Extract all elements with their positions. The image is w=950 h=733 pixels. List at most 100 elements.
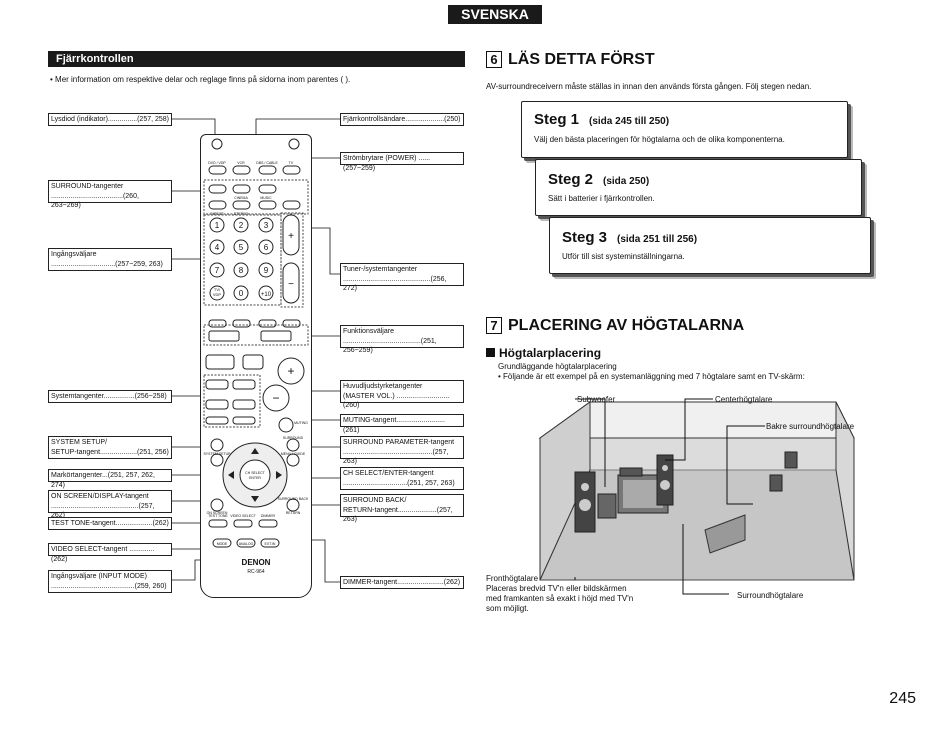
center-speaker — [619, 467, 643, 477]
label-cursor-buttons: Markörtangenter...(251, 257, 262, 274) — [48, 469, 172, 489]
svg-text:EXT.IN: EXT.IN — [265, 542, 276, 546]
svg-text:TV: TV — [289, 161, 294, 165]
section6-heading: 6 LÄS DETTA FÖRST — [486, 51, 655, 69]
section7-heading: 7 PLACERING AV HÖGTALARNA — [486, 317, 744, 335]
svg-text:CH SELECT: CH SELECT — [245, 471, 266, 475]
speaker-diagram — [538, 398, 855, 595]
language-tab: SVENSKA — [448, 5, 542, 24]
svg-text:−: − — [288, 279, 294, 290]
svg-text:MODE: MODE — [217, 542, 228, 546]
label-on-screen: ON SCREEN/DISPLAY-tangent ..............… — [48, 490, 172, 519]
label-surround-parameter: SURROUND PARAMETER-tangent .............… — [340, 436, 464, 465]
label-master-vol: Huvudljudstyrketangenter (MASTER VOL.) .… — [340, 380, 464, 409]
svg-text:3: 3 — [264, 221, 269, 230]
square-bullet-icon — [486, 348, 495, 357]
step-1-title: Steg 1 — [534, 111, 580, 128]
svg-text:6: 6 — [264, 243, 269, 252]
svg-text:DVD / VDP: DVD / VDP — [208, 161, 226, 165]
label-muting: MUTING-tangent.........................(… — [340, 414, 464, 434]
step-2-text: Sätt i batterier i fjärrkontrollen. — [548, 194, 655, 203]
step-2-card: Steg 2 (sida 250) Sätt i batterier i fjär… — [535, 159, 862, 216]
svg-text:1: 1 — [215, 221, 220, 230]
label-rear-surround: Bakre surroundhögtalare — [766, 422, 855, 431]
label-function-selector: Funktionsväljare .......................… — [340, 325, 464, 354]
label-surround-back: SURROUND BACK/ RETURN-tangent...........… — [340, 494, 464, 523]
label-video-select: VIDEO SELECT-tangent .............(262) — [48, 543, 172, 563]
label-surround: Surroundhögtalare — [737, 591, 804, 600]
step-2-title: Steg 2 — [548, 171, 594, 188]
label-tuner-buttons: Tuner-/systemtangenter .................… — [340, 263, 464, 292]
svg-text:TEST TONE: TEST TONE — [208, 514, 228, 518]
remote-brand: DENON — [242, 558, 271, 567]
step-2-heading: Steg 2 (sida 250) — [548, 171, 649, 188]
subsection-text-2: • Följande är ett exempel på en systeman… — [498, 372, 805, 381]
step-1-card: Steg 1 (sida 245 till 250) Välj den bästa… — [521, 101, 848, 158]
step-3-heading: Steg 3 (sida 251 till 256) — [562, 229, 697, 246]
step-3-title: Steg 3 — [562, 229, 608, 246]
section6-intro: AV-surroundreceivern måste ställas in in… — [486, 82, 812, 91]
remote-note: • Mer information om respektive delar oc… — [50, 75, 351, 84]
label-led: Lysdiod (indikator)...............(257, … — [48, 113, 172, 126]
svg-text:ON SCREEN: ON SCREEN — [207, 511, 228, 515]
label-system-buttons: Systemtangenter................(256~258) — [48, 390, 172, 403]
subwoofer — [597, 493, 617, 519]
label-dimmer: DIMMER-tangent........................(2… — [340, 576, 464, 589]
label-transmitter: Fjärrkontrollsändare....................… — [340, 113, 464, 126]
step-3-card: Steg 3 (sida 251 till 256) Utför till sis… — [549, 217, 871, 274]
svg-text:8: 8 — [239, 266, 244, 275]
svg-text:−: − — [272, 391, 279, 405]
remote-model: RC-964 — [247, 569, 264, 575]
step-1-heading: Steg 1 (sida 245 till 250) — [534, 111, 669, 128]
svg-text:7: 7 — [215, 266, 220, 275]
svg-text:SYSTEM SETUP: SYSTEM SETUP — [203, 452, 231, 456]
label-test-tone: TEST TONE-tangent...................(262… — [48, 517, 172, 530]
svg-text:ANALOG: ANALOG — [239, 542, 254, 546]
svg-text:0: 0 — [239, 289, 244, 298]
svg-text:VCR: VCR — [237, 161, 245, 165]
svg-text:VDP: VDP — [213, 292, 222, 297]
svg-text:VIDEO SELECT: VIDEO SELECT — [230, 514, 256, 518]
section6-number: 6 — [486, 51, 502, 68]
subsection-title: Högtalarplacering — [499, 346, 602, 360]
svg-text:2: 2 — [239, 221, 244, 230]
sofa — [704, 514, 746, 554]
svg-text:SURROUND: SURROUND — [283, 436, 304, 440]
svg-text:CINEMA: CINEMA — [234, 196, 248, 200]
step-3-text: Utför till sist systeminställningarna. — [562, 252, 685, 261]
svg-text:9: 9 — [264, 266, 269, 275]
subsection-heading: Högtalarplacering — [486, 346, 601, 360]
rear-speaker-left — [784, 451, 798, 469]
svg-text:MENU / GUIDE: MENU / GUIDE — [281, 452, 306, 456]
label-power: Strömbrytare (POWER) ......(257~259) — [340, 152, 464, 172]
label-system-setup: SYSTEM SETUP/ SETUP-tangent.............… — [48, 436, 172, 459]
svg-text:SURROUND BACK: SURROUND BACK — [278, 497, 309, 501]
section-title-remote: Fjärrkontrollen — [48, 51, 465, 67]
svg-text:+: + — [287, 364, 294, 378]
svg-text:5: 5 — [239, 243, 244, 252]
section7-number: 7 — [486, 317, 502, 334]
svg-text:DIMMER: DIMMER — [261, 514, 276, 518]
label-front-title: Fronthögtalare — [486, 574, 539, 583]
step-1-text: Välj den bästa placeringen för högtalarn… — [534, 135, 785, 144]
label-input-selector: Ingångsväljare .........................… — [48, 248, 172, 271]
svg-text:MUSIC: MUSIC — [260, 196, 272, 200]
step-3-ref: (sida 251 till 256) — [617, 234, 698, 245]
svg-text:MUTING: MUTING — [294, 421, 308, 425]
section6-title: LÄS DETTA FÖRST — [508, 51, 655, 68]
label-surround-buttons: SURROUND-tangenter .....................… — [48, 180, 172, 209]
svg-text:4: 4 — [215, 243, 220, 252]
svg-text:DBS / CABLE: DBS / CABLE — [256, 161, 278, 165]
page-number: 245 — [889, 690, 916, 707]
step-2-ref: (sida 250) — [603, 176, 650, 187]
svg-text:RETURN: RETURN — [286, 511, 301, 515]
label-center: Centerhögtalare — [715, 395, 773, 404]
svg-text:+: + — [288, 231, 294, 242]
step-1-ref: (sida 245 till 250) — [589, 116, 670, 127]
subsection-text-1: Grundläggande högtalarplacering — [498, 362, 617, 371]
rear-speaker-right — [769, 474, 783, 492]
label-front-text: Placeras bredvid TV'n eller bildskärmen … — [486, 584, 634, 613]
section7-title: PLACERING AV HÖGTALARNA — [508, 317, 745, 334]
power-on-button — [211, 138, 223, 150]
